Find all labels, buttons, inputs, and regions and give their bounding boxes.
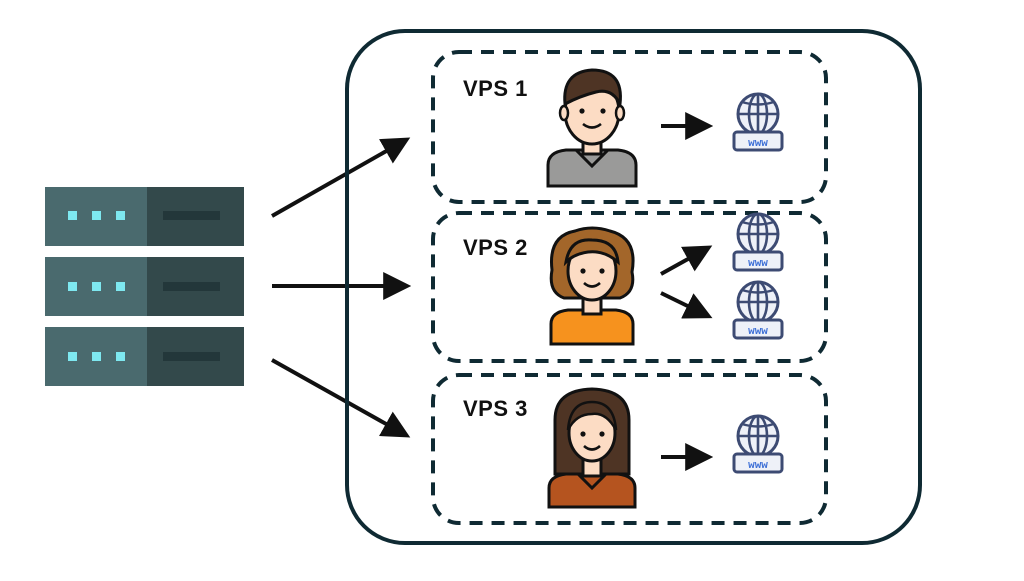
vps-3-label: VPS 3 [463, 396, 528, 421]
man-avatar-icon [546, 68, 638, 188]
website-globe-icon: www [732, 92, 784, 152]
woman-curly-avatar-icon [549, 226, 635, 346]
vps-box-3 [431, 373, 828, 525]
server-rack-icon [45, 187, 244, 386]
website-globe-icon: www [732, 280, 784, 340]
host-container [345, 29, 922, 545]
server-unit [45, 257, 244, 316]
svg-text:www: www [748, 258, 768, 270]
svg-text:www: www [748, 326, 768, 338]
arrow-vps2-to-website-a [660, 245, 713, 276]
vps-box-1 [431, 50, 828, 204]
vps-box-2 [431, 211, 828, 363]
arrow-to-vps-3 [271, 358, 411, 438]
arrow-vps2-to-website-b [660, 291, 713, 319]
server-unit [45, 327, 244, 386]
arrow-to-vps-1 [271, 137, 411, 218]
website-globe-icon: www [732, 212, 784, 272]
vps-1-label: VPS 1 [463, 76, 528, 101]
svg-text:www: www [748, 460, 768, 472]
website-globe-icon: www [732, 414, 784, 474]
svg-text:www: www [748, 138, 768, 150]
vps-2-label: VPS 2 [463, 235, 528, 260]
server-unit [45, 187, 244, 246]
woman-long-hair-avatar-icon [547, 387, 637, 509]
